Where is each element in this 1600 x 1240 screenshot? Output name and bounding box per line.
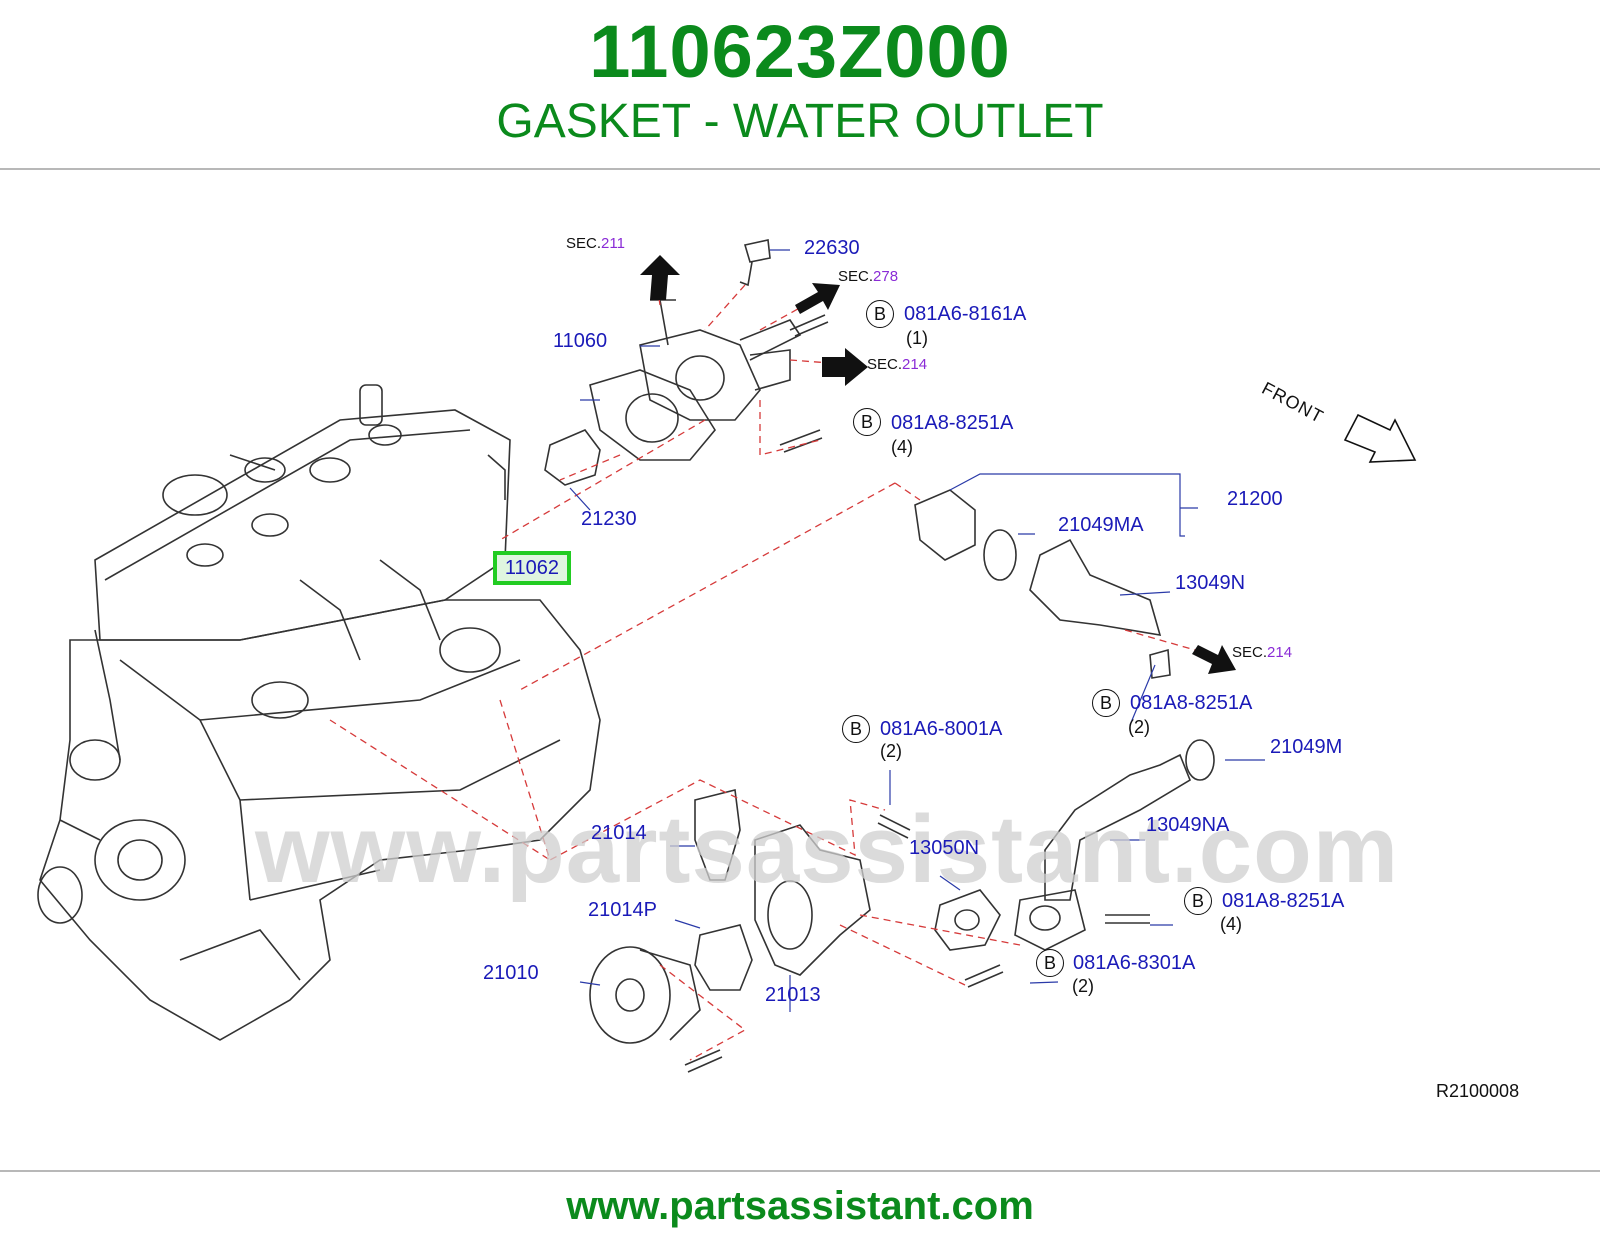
part-label-22630[interactable]: 22630 [804,237,860,259]
part-label-13049NA[interactable]: 13049NA [1146,814,1230,836]
bolt-circle-b: B [866,300,894,328]
bolt-code-081A6-8301A[interactable]: 081A6-8301A [1073,952,1196,974]
section-ref-211[interactable]: SEC.211 [566,235,625,252]
part-label-21200[interactable]: 21200 [1227,488,1283,510]
part-label-21049MA[interactable]: 21049MA [1058,514,1144,536]
leader-lines [569,249,1265,1012]
bolt-circle-b: B [842,715,870,743]
watermark-text: www.partsassistant.com [255,796,1400,903]
header-divider [0,168,1600,170]
footer-divider [0,1170,1600,1172]
bolt-circle-b: B [853,408,881,436]
part-label-13050N[interactable]: 13050N [909,837,980,859]
bolt-qty: (1) [906,328,928,348]
part-label-21014[interactable]: 21014 [591,822,647,844]
engine-block-drawing [37,239,1215,1073]
bolt-code-081A8-8251A-2[interactable]: 081A8-8251A [1130,692,1253,714]
bolt-code-081A6-8001A[interactable]: 081A6-8001A [880,718,1003,740]
bolt-circle-b: B [1092,689,1120,717]
part-label-11062[interactable]: 11062 [504,557,560,579]
section-ref-278[interactable]: SEC.278 [838,268,899,285]
front-arrow-icon [1343,413,1417,463]
arrow-right-icon [1192,645,1236,674]
bolt-qty: (4) [1220,914,1242,934]
part-label-21013[interactable]: 21013 [765,984,821,1006]
highlighted-part-11062[interactable]: 11062 [493,551,571,585]
page-header: 110623Z000 GASKET - WATER OUTLET [0,0,1600,170]
diagram-ref-code: R2100008 [1436,1081,1520,1101]
bolt-qty: (2) [880,741,902,761]
bolt-code-081A8-8251A[interactable]: 081A8-8251A [891,412,1014,434]
bolt-circle-b: B [1184,887,1212,915]
part-label-21230[interactable]: 21230 [581,508,637,530]
engine-illustration [37,239,1417,1073]
section-ref-214-lower[interactable]: SEC.214 [1232,644,1293,661]
bolt-circle-b: B [1036,949,1064,977]
part-label-21049M[interactable]: 21049M [1270,736,1343,758]
part-label-11060[interactable]: 11060 [553,330,608,352]
footer-link[interactable]: www.partsassistant.com [566,1184,1034,1228]
bolt-code-081A6-8161A[interactable]: 081A6-8161A [904,303,1027,325]
part-number-title: 110623Z000 [589,10,1011,93]
part-label-13049N[interactable]: 13049N [1175,572,1246,594]
arrow-right-icon [795,283,840,314]
arrow-up-icon [640,255,680,300]
arrow-right-icon [822,348,868,386]
section-arrows [640,255,1236,674]
part-label-21010[interactable]: 21010 [483,962,539,984]
bolt-qty: (2) [1128,717,1150,737]
bolt-qty: (4) [891,437,913,457]
section-ref-214[interactable]: SEC.214 [867,356,928,373]
bolt-code-081A8-8251A-4[interactable]: 081A8-8251A [1222,890,1345,912]
part-name-subtitle: GASKET - WATER OUTLET [496,95,1104,148]
assembly-guide-lines [329,271,1196,1061]
parts-diagram: www.partsassistant.com SEC.211 SEC.278 S… [0,170,1600,1170]
bolt-qty: (2) [1072,976,1094,996]
part-label-21014P[interactable]: 21014P [588,899,657,921]
